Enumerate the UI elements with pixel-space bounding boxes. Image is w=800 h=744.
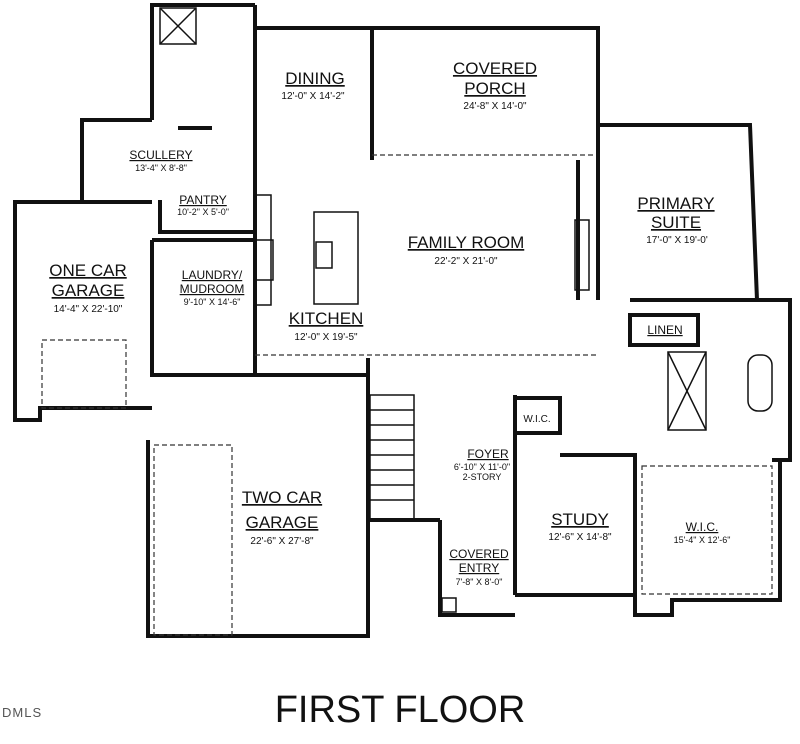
room-name-laundry-1: LAUNDRY/: [182, 268, 243, 282]
room-name-laundry-2: MUDROOM: [180, 282, 245, 296]
room-name-one-car-garage-1: ONE CAR: [49, 261, 126, 280]
room-name-primary-suite-1: PRIMARY: [637, 194, 714, 213]
room-name-kitchen: KITCHEN: [289, 309, 364, 328]
room-dims-laundry: 9'-10" X 14'-6": [184, 297, 241, 307]
room-dims-one-car-garage: 14'-4" X 22'-10": [54, 304, 123, 315]
room-note-foyer: 2-STORY: [463, 472, 502, 482]
stairs: [369, 394, 415, 521]
room-name-primary-suite-2: SUITE: [651, 213, 701, 232]
room-name-covered-entry-2: ENTRY: [459, 561, 499, 575]
room-name-covered-porch-1: COVERED: [453, 59, 537, 78]
room-name-covered-porch-2: PORCH: [464, 79, 525, 98]
plan-title: FIRST FLOOR: [275, 689, 526, 731]
room-name-scullery: SCULLERY: [129, 148, 192, 162]
watermark: DMLS: [2, 705, 42, 720]
room-name-foyer: FOYER: [467, 447, 509, 461]
room-name-covered-entry-1: COVERED: [449, 547, 509, 561]
room-name-linen: LINEN: [647, 323, 682, 337]
room-dims-kitchen: 12'-0" X 19'-5": [294, 332, 358, 343]
room-dims-primary-suite: 17'-0" X 19'-0': [646, 235, 708, 246]
room-dims-foyer: 6'-10" X 11'-0": [454, 462, 510, 472]
room-name-one-car-garage-2: GARAGE: [52, 281, 125, 300]
room-name-pantry: PANTRY: [179, 193, 227, 207]
room-dims-dining: 12'-0" X 14'-2": [281, 91, 345, 102]
room-dims-family-room: 22'-2" X 21'-0": [434, 256, 498, 267]
room-dims-two-car-garage: 22'-6" X 27'-8": [250, 536, 314, 547]
room-dims-covered-porch: 24'-8" X 14'-0": [463, 101, 527, 112]
room-dims-study: 12'-6" X 14'-8": [548, 532, 612, 543]
room-name-study: STUDY: [551, 510, 609, 529]
room-dims-covered-entry: 7'-8" X 8'-0": [456, 577, 503, 587]
room-name-two-car-garage-2: GARAGE: [246, 513, 319, 532]
room-name-wic-primary: W.I.C.: [686, 520, 719, 534]
room-dims-wic-primary: 15'-4" X 12'-6": [674, 535, 731, 545]
walls: [13, 3, 792, 638]
room-name-wic-small: W.I.C.: [523, 414, 550, 425]
room-name-dining: DINING: [285, 69, 345, 88]
room-name-family-room: FAMILY ROOM: [408, 233, 525, 252]
room-dims-scullery: 13'-4" X 8'-8": [135, 163, 187, 173]
room-name-two-car-garage-1: TWO CAR: [242, 488, 322, 507]
room-dims-pantry: 10'-2" X 5'-0": [177, 207, 229, 217]
